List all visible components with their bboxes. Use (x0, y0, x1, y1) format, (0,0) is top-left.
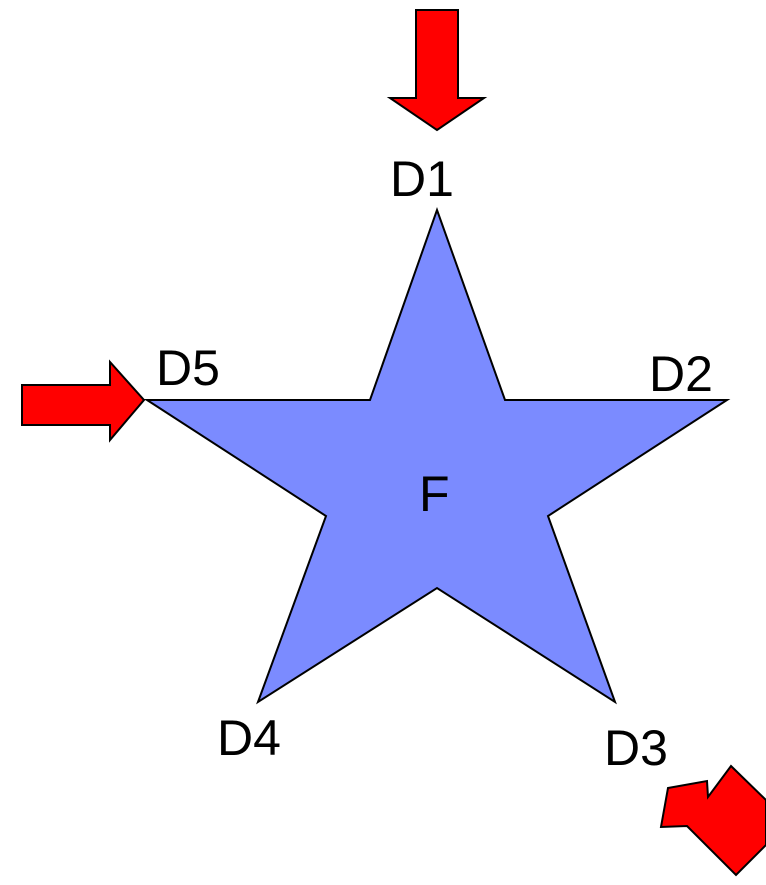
star-shape (143, 207, 731, 705)
center-label-f: F (419, 466, 450, 522)
vertex-label-d3: D3 (604, 720, 668, 776)
vertex-label-d1: D1 (390, 151, 454, 207)
vertex-label-d4: D4 (217, 710, 281, 766)
vertex-label-d5: D5 (156, 340, 220, 396)
arrow-into-d3 (659, 764, 766, 877)
arrow-into-d5 (21, 359, 146, 443)
vertex-label-d2: D2 (649, 346, 713, 402)
arrow-into-d1 (386, 9, 488, 132)
